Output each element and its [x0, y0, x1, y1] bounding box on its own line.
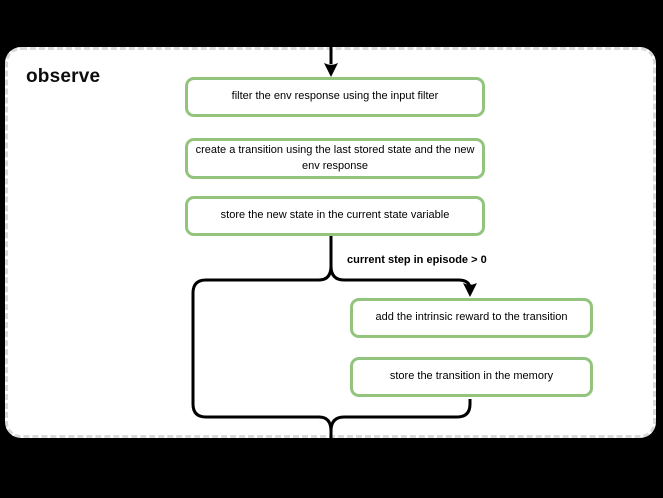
flow-line-merge	[329, 399, 472, 432]
step-label: store the new state in the current state…	[220, 209, 450, 222]
branch-condition-label: current step in episode > 0	[347, 254, 487, 266]
step-label: filter the env response using the input …	[231, 90, 439, 103]
group-title: observe	[26, 66, 101, 87]
step-label: store the transition in the memory	[389, 370, 554, 383]
arrowhead-down-icon	[324, 63, 338, 77]
step-create-transition: create a transition using the last store…	[185, 138, 485, 179]
step-filter-env-response: filter the env response using the input …	[185, 77, 485, 117]
step-store-transition: store the transition in the memory	[350, 357, 593, 397]
flow-line-true-branch	[329, 265, 472, 290]
flow-line-skip-branch	[191, 265, 333, 432]
step-label: add the intrinsic reward to the transiti…	[375, 311, 568, 324]
step-add-intrinsic-reward: add the intrinsic reward to the transiti…	[350, 298, 593, 338]
step-store-new-state: store the new state in the current state…	[185, 196, 485, 236]
arrowhead-down-icon	[463, 283, 477, 297]
step-label: create a transition using the last store…	[195, 143, 475, 172]
